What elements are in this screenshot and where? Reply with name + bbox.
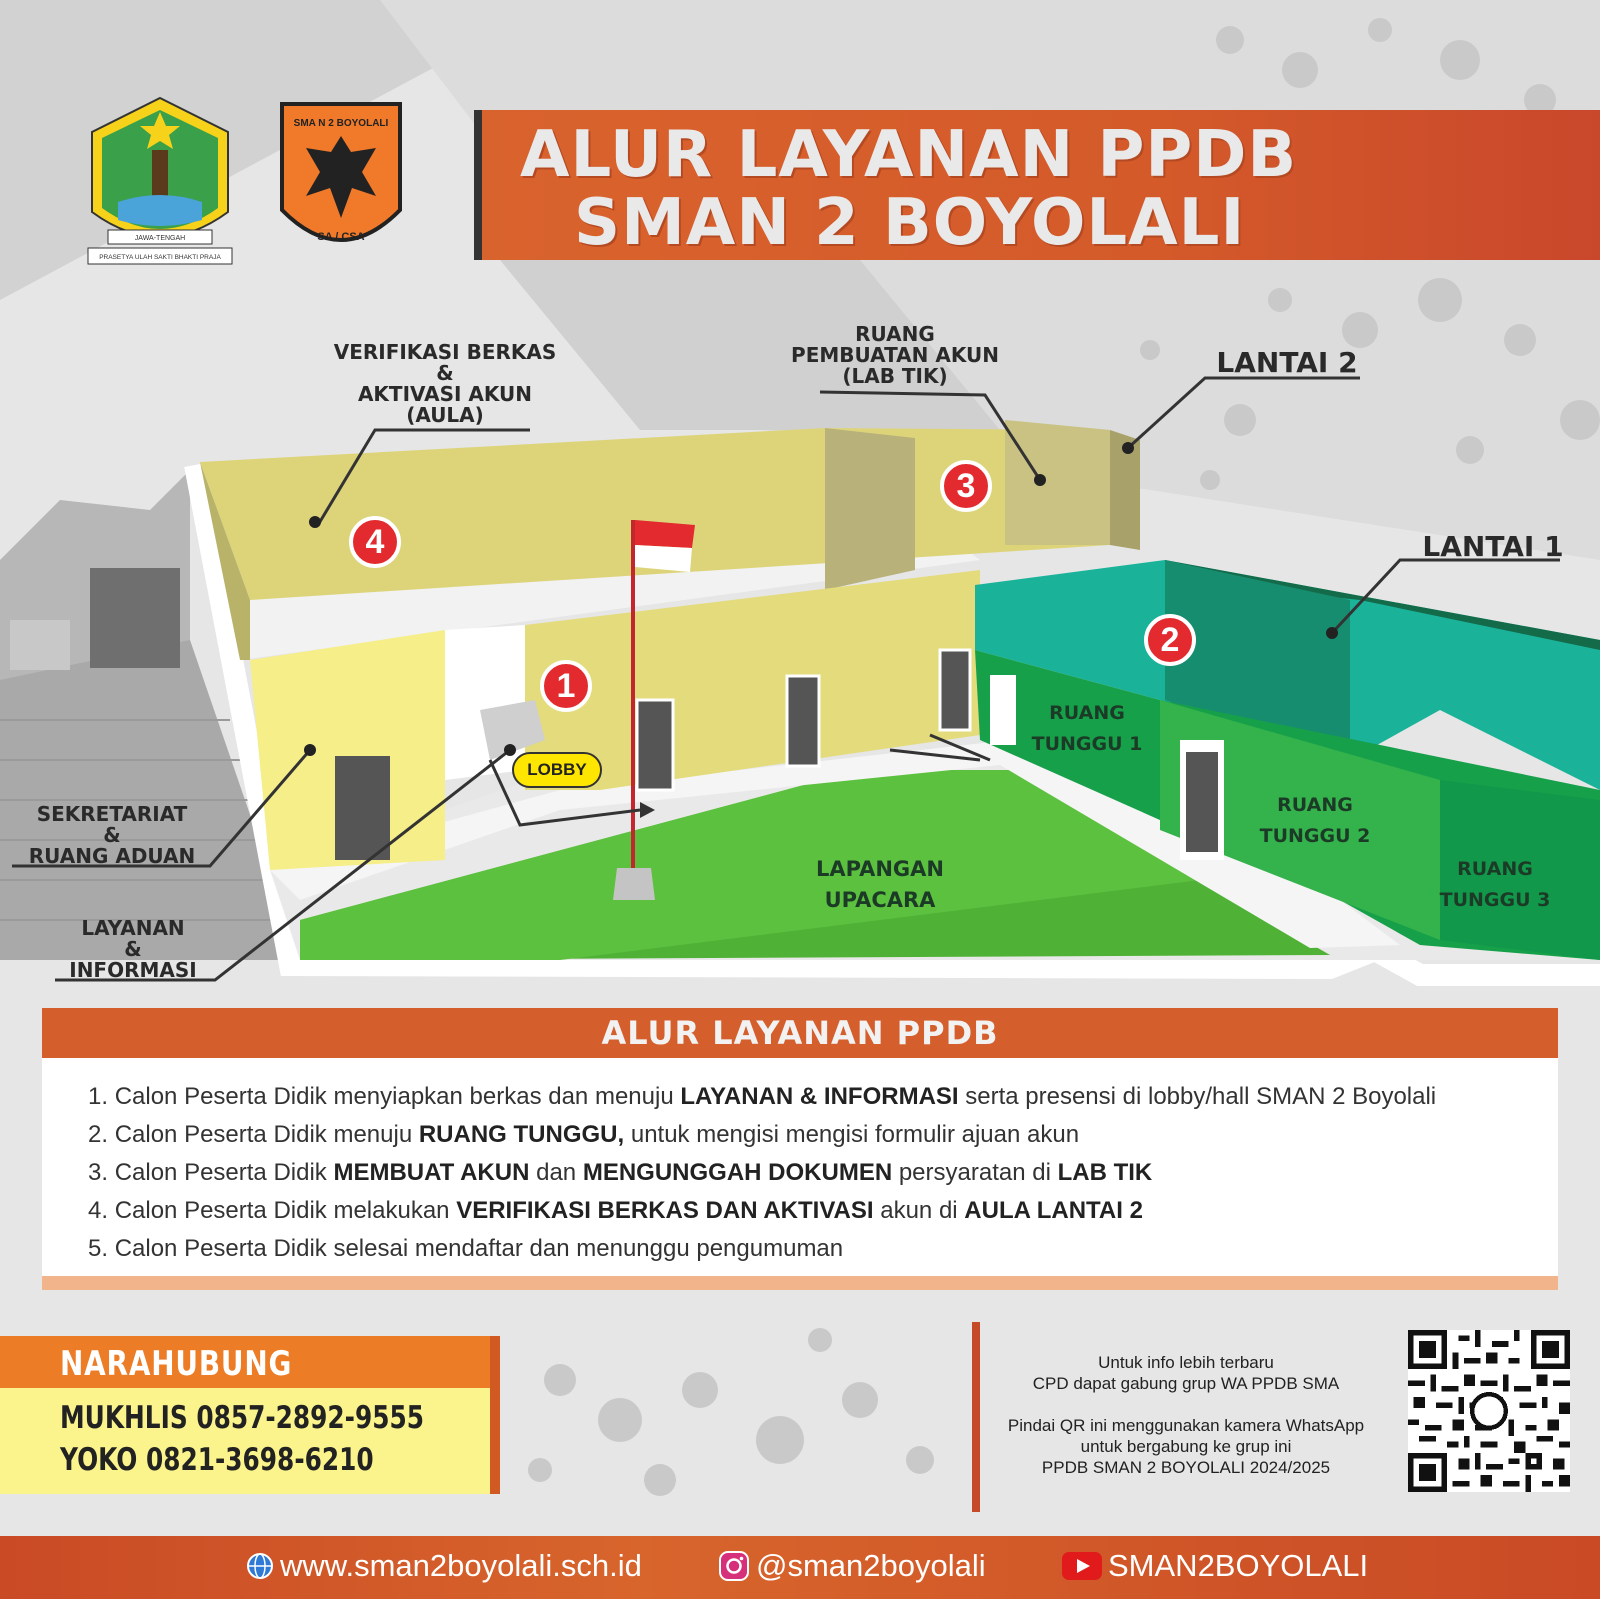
- title-line-2: SMAN 2 BOYOLALI: [574, 186, 1246, 260]
- step-number: 4.: [88, 1197, 115, 1224]
- step-number: 3.: [88, 1159, 115, 1186]
- step-text: serta presensi di lobby/hall SMAN 2 Boyo…: [958, 1083, 1437, 1110]
- contact-yoko: YOKO 0821-3698-6210: [60, 1442, 374, 1478]
- qr-code-icon[interactable]: [1408, 1330, 1570, 1492]
- step-text: melakukan: [333, 1197, 457, 1224]
- marker-4: 4: [349, 516, 401, 568]
- step-text: persyaratan di: [892, 1159, 1058, 1186]
- step-text: Calon Peserta Didik menyiapkan berkas da…: [114, 1083, 681, 1110]
- step-emphasis: VERIFIKASI BERKAS DAN AKTIVASI: [456, 1197, 874, 1224]
- step-emphasis: RUANG TUNGGU,: [418, 1121, 625, 1148]
- callout-sekretariat: SEKRETARIAT & RUANG ADUAN: [28, 802, 196, 868]
- lapangan-upacara: LAPANGAN UPACARA: [816, 857, 944, 912]
- globe-icon: [247, 1553, 273, 1579]
- step-emphasis: MEMBUAT AKUN: [333, 1159, 530, 1186]
- youtube-icon: [1062, 1552, 1102, 1580]
- step-text: Calon Peserta Didik: [114, 1159, 334, 1186]
- step-text: Calon Peserta Didik selesai mendaftar da…: [114, 1235, 844, 1262]
- step-text: Calon Peserta Didik: [114, 1197, 334, 1224]
- step-item: 2. Calon Peserta Didik menuju RUANG TUNG…: [88, 1116, 1436, 1154]
- title-banner: ALUR LAYANAN PPDB SMAN 2 BOYOLALI: [474, 110, 1600, 260]
- contact-panel: MUKHLIS 0857-2892-9555 YOKO 0821-3698-62…: [0, 1388, 500, 1494]
- footer-website-link[interactable]: www.sman2boyolali.sch.id: [246, 1548, 642, 1584]
- step-emphasis: MENGUNGGAH DOKUMEN: [582, 1159, 893, 1186]
- callout-lantai2: LANTAI 2: [1216, 346, 1358, 379]
- step-text: dan: [529, 1159, 583, 1186]
- callout-lantai1: LANTAI 1: [1422, 530, 1564, 563]
- instagram-icon: [719, 1551, 749, 1581]
- room-tunggu-2: RUANG TUNGGU 2: [1259, 794, 1371, 847]
- step-item: 3. Calon Peserta Didik MEMBUAT AKUN dan …: [88, 1154, 1436, 1192]
- svg-text:SA / CSA: SA / CSA: [317, 231, 364, 243]
- qr-instructions: Untuk info lebih terbaru CPD dapat gabun…: [1007, 1353, 1365, 1477]
- step-emphasis: LAB TIK: [1057, 1159, 1153, 1186]
- svg-text:JAWA-TENGAH: JAWA-TENGAH: [135, 235, 185, 242]
- marker-3: 3: [940, 460, 992, 512]
- footer-youtube-link[interactable]: SMAN2BOYOLALI: [1062, 1548, 1368, 1584]
- step-emphasis: AULA LANTAI 2: [964, 1197, 1143, 1224]
- jawa-tengah-logo: JAWA-TENGAH PRASETYA ULAH SAKTI BHAKTI P…: [87, 96, 233, 265]
- svg-text:SMA N 2 BOYOLALI: SMA N 2 BOYOLALI: [294, 118, 389, 129]
- step-item: 5. Calon Peserta Didik selesai mendaftar…: [88, 1230, 1436, 1268]
- steps-header: ALUR LAYANAN PPDB: [42, 1008, 1558, 1058]
- step-item: 4. Calon Peserta Didik melakukan VERIFIK…: [88, 1192, 1436, 1230]
- lobby-badge: LOBBY: [512, 752, 602, 788]
- step-item: 1. Calon Peserta Didik menyiapkan berkas…: [88, 1078, 1436, 1116]
- marker-2: 2: [1144, 614, 1196, 666]
- steps-panel: 1. Calon Peserta Didik menyiapkan berkas…: [42, 1058, 1558, 1290]
- qr-divider: [972, 1322, 980, 1512]
- step-text: Calon Peserta Didik menuju: [114, 1121, 419, 1148]
- callout-pembuatan-akun: RUANG PEMBUATAN AKUN (LAB TIK): [791, 322, 999, 388]
- step-text: untuk mengisi mengisi formulir ajuan aku…: [624, 1121, 1080, 1148]
- step-number: 2.: [88, 1121, 115, 1148]
- contact-mukhlis: MUKHLIS 0857-2892-9555: [60, 1400, 424, 1436]
- marker-1: 1: [540, 660, 592, 712]
- steps-list: 1. Calon Peserta Didik menyiapkan berkas…: [88, 1078, 1436, 1268]
- contact-header: NARAHUBUNG: [0, 1336, 500, 1388]
- step-text: akun di: [873, 1197, 965, 1224]
- school-logo: SMA N 2 BOYOLALI SA / CSA: [280, 102, 402, 243]
- room-tunggu-3: RUANG TUNGGU 3: [1439, 858, 1551, 911]
- footer-bar: www.sman2boyolali.sch.id @sman2boyolali …: [0, 1536, 1600, 1599]
- footer-instagram-link[interactable]: @sman2boyolali: [718, 1548, 986, 1584]
- building-diagram: [12, 376, 1600, 986]
- svg-text:PRASETYA ULAH SAKTI BHAKTI PRA: PRASETYA ULAH SAKTI BHAKTI PRAJA: [99, 254, 221, 261]
- callout-layanan: LAYANAN & INFORMASI: [69, 916, 197, 982]
- callout-verifikasi: VERIFIKASI BERKAS & AKTIVASI AKUN (AULA): [333, 340, 557, 427]
- contact-header-label: NARAHUBUNG: [60, 1344, 293, 1384]
- step-number: 1.: [88, 1083, 115, 1110]
- step-emphasis: LAYANAN & INFORMASI: [680, 1083, 959, 1110]
- room-tunggu-1: RUANG TUNGGU 1: [1031, 702, 1143, 755]
- step-number: 5.: [88, 1235, 115, 1262]
- title-line-1: ALUR LAYANAN PPDB: [520, 118, 1298, 192]
